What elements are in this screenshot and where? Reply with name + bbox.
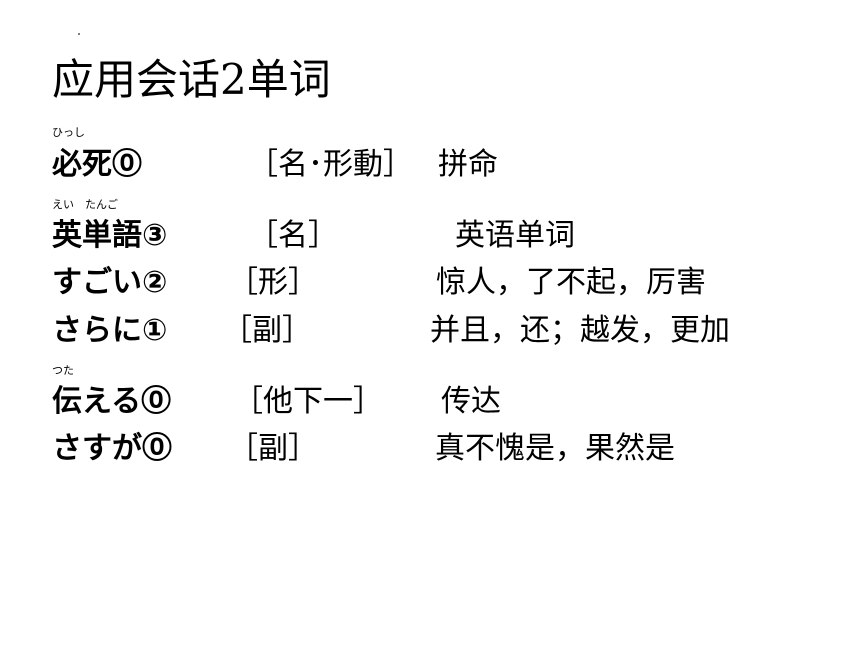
- part-of-speech: ［副］: [228, 431, 318, 466]
- vocab-meaning: 传达: [441, 384, 501, 419]
- vocab-word: さすが⓪: [52, 431, 172, 466]
- vocab-row: 英単語③ ［名］ 英语单词: [0, 216, 860, 256]
- vocab-meaning: 惊人，了不起，厉害: [436, 265, 706, 300]
- vocab-word: 必死⓪: [52, 147, 142, 182]
- part-of-speech: ［副］: [222, 313, 312, 348]
- vocab-row: すごい② ［形］ 惊人，了不起，厉害: [0, 263, 860, 303]
- vocab-meaning: 真不愧是，果然是: [435, 431, 675, 466]
- vocab-row: さすが⓪ ［副］ 真不愧是，果然是: [0, 429, 860, 469]
- vocab-word: 英単語③: [52, 218, 168, 253]
- part-of-speech: ［名］: [248, 218, 338, 253]
- vocab-meaning: 英语单词: [455, 218, 575, 253]
- decorative-dot: [78, 33, 80, 35]
- vocab-meaning: 并且，还；越发，更加: [430, 313, 730, 348]
- part-of-speech: ［他下一］: [233, 384, 383, 419]
- vocab-row: 伝える⓪ ［他下一］ 传达: [0, 382, 860, 422]
- furigana-hisshi: ひっし: [52, 126, 85, 139]
- vocab-row: 必死⓪ ［名･形動］ 拼命: [0, 145, 860, 185]
- vocab-meaning: 拼命: [438, 147, 498, 182]
- part-of-speech: ［名･形動］: [248, 147, 413, 182]
- vocab-word: すごい②: [52, 265, 168, 300]
- furigana-eitango: えい たんご: [52, 198, 118, 211]
- part-of-speech: ［形］: [228, 265, 318, 300]
- vocab-word: 伝える⓪: [52, 384, 172, 419]
- vocab-row: さらに① ［副］ 并且，还；越发，更加: [0, 311, 860, 351]
- furigana-tsuta: つた: [52, 364, 74, 377]
- slide-title: 应用会话2单词: [52, 55, 331, 104]
- vocab-word: さらに①: [52, 313, 168, 348]
